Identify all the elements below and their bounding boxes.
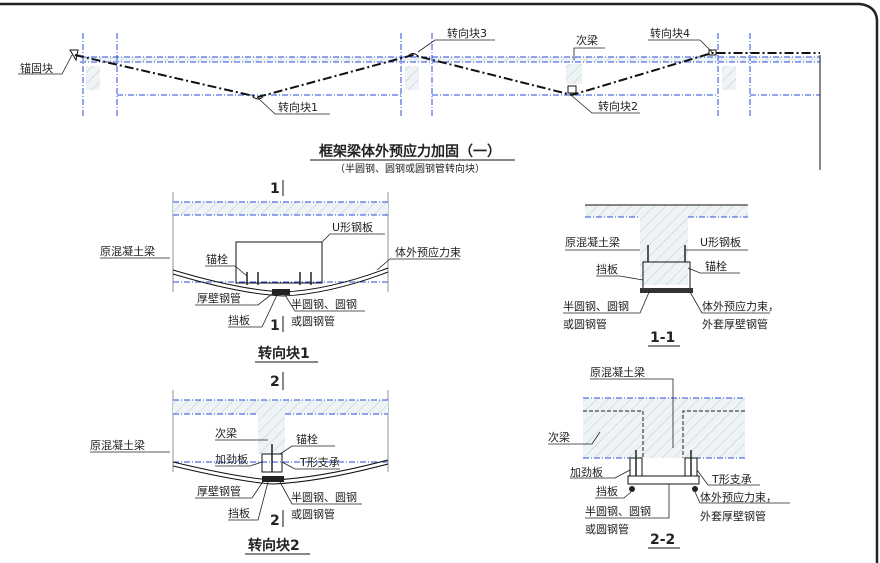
label-deviator-2: 转向块2 — [598, 99, 638, 113]
label-round-steel: 半圆钢、圆钢 — [291, 297, 357, 311]
t-support-plate — [627, 475, 700, 485]
label-concrete-beam: 原混凝土梁 — [90, 438, 145, 452]
label-round-steel: 半圆钢、圆钢 — [291, 490, 357, 504]
section-mark-bottom: 2 — [270, 513, 280, 529]
label-deviator-1: 转向块1 — [278, 100, 318, 114]
section-2-2: 原混凝土梁 次梁 加劲板 T形支承 挡板 体外预应力束， 外套厚壁钢管 半圆钢、… — [548, 365, 790, 549]
section-mark-top: 1 — [270, 181, 280, 197]
label-round-steel-pipe: 或圆钢管 — [585, 522, 629, 536]
label-deviator-3: 转向块3 — [447, 26, 487, 40]
column — [717, 33, 751, 118]
section-title: 1-1 — [650, 330, 675, 346]
label-u-plate: U形钢板 — [700, 235, 741, 249]
label-thick-pipe: 厚壁钢管 — [197, 291, 241, 305]
label-tendon: 体外预应力束 — [395, 245, 461, 259]
detail-title: 转向块1 — [258, 345, 310, 362]
label-baffle: 挡板 — [228, 313, 250, 327]
label-baffle: 挡板 — [228, 506, 250, 520]
label-t-support: T形支承 — [299, 456, 340, 469]
external-tendon — [74, 52, 820, 99]
drawing-subtitle: （半圆钢、圆钢或圆钢管转向块） — [335, 162, 485, 175]
label-anchor-block: 锚固块 — [20, 61, 53, 75]
label-round-steel-pipe: 或圆钢管 — [291, 314, 335, 328]
label-thick-pipe: 厚壁钢管 — [197, 484, 241, 498]
drawing-title: 框架梁体外预应力加固（一） — [319, 143, 501, 160]
label-anchor-bolt: 锚栓 — [296, 432, 318, 446]
secondary-beam-section — [566, 64, 582, 84]
label-secondary-beam: 次梁 — [576, 33, 598, 47]
section-1-1: 原混凝土梁 U形钢板 挡板 锚栓 半圆钢、圆钢 或圆钢管 体外预应力束， 外套厚… — [563, 204, 779, 347]
detail-title: 转向块2 — [248, 537, 300, 554]
label-baffle: 挡板 — [596, 262, 618, 276]
label-thick-pipe-sleeve: 外套厚壁钢管 — [702, 317, 768, 331]
label-tendon: 体外预应力束， — [700, 490, 777, 504]
anchor-block-icon — [69, 49, 79, 62]
label-round-steel: 半圆钢、圆钢 — [585, 504, 651, 518]
label-stiffener: 加劲板 — [215, 452, 248, 466]
label-deviator-4: 转向块4 — [650, 26, 690, 40]
label-stiffener: 加劲板 — [570, 465, 603, 479]
detail-deviator-2: 2 2 原混凝土梁 次梁 锚栓 加劲板 T形支承 厚壁钢管 半圆钢、圆钢 或圆钢… — [90, 372, 389, 555]
column — [400, 33, 433, 118]
label-thick-pipe-sleeve: 外套厚壁钢管 — [700, 509, 766, 523]
label-u-plate: U形钢板 — [332, 220, 373, 234]
label-secondary-beam: 次梁 — [548, 430, 570, 444]
label-t-support: T形支承 — [711, 473, 752, 486]
section-mark-top: 2 — [270, 374, 280, 390]
label-concrete-beam: 原混凝土梁 — [590, 365, 645, 379]
section-mark-bottom: 1 — [270, 318, 280, 334]
label-round-steel-pipe: 或圆钢管 — [291, 507, 335, 521]
label-anchor-bolt: 锚栓 — [206, 252, 228, 266]
column — [82, 33, 118, 118]
u-steel-plate — [235, 241, 323, 284]
label-secondary-beam: 次梁 — [215, 426, 237, 440]
label-tendon: 体外预应力束， — [702, 299, 779, 313]
label-anchor-bolt: 锚栓 — [705, 259, 727, 273]
section-title: 2-2 — [650, 532, 675, 548]
label-concrete-beam: 原混凝土梁 — [565, 235, 620, 249]
label-round-steel-pipe: 或圆钢管 — [563, 317, 607, 331]
elevation-view: 锚固块 转向块1 转向块3 次梁 转向块2 转向块4 框架梁体外预应力加固（一）… — [18, 26, 821, 175]
label-baffle: 挡板 — [596, 484, 618, 498]
label-round-steel: 半圆钢、圆钢 — [563, 299, 629, 313]
detail-deviator-1: 1 1 原混凝土梁 U形钢板 体外预应力束 锚栓 厚壁钢管 半圆钢、圆钢 或圆钢… — [100, 180, 461, 363]
label-concrete-beam: 原混凝土梁 — [100, 244, 155, 258]
